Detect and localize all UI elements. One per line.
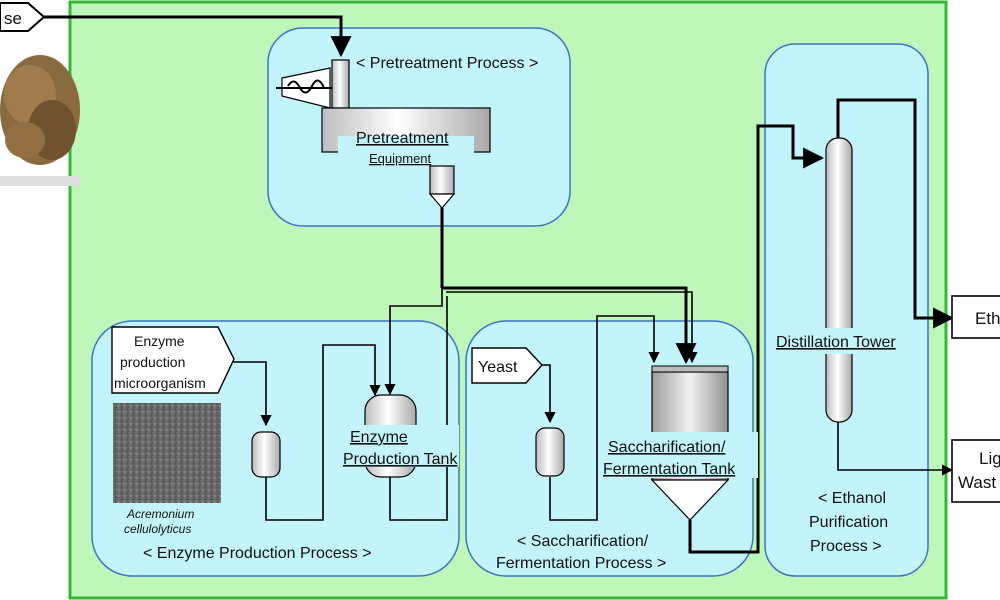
- lignin-output-label-1: Lig: [979, 449, 1000, 468]
- enzyme-tank-label-1: Enzyme: [350, 429, 408, 446]
- ethanol-output: Eth: [951, 295, 1000, 339]
- acremonium-label-1: Acremonium: [126, 507, 194, 521]
- ethanol-process-label-2: Purification: [809, 514, 888, 531]
- ethanol-output-label: Eth: [975, 309, 1000, 328]
- acremonium-label-2: cellulolyticus: [124, 522, 191, 536]
- pretreatment-equipment: Pretreatment Equipment: [276, 59, 491, 209]
- bagasse-label: se: [4, 9, 22, 28]
- distillation-tower: Distillation Tower: [772, 137, 922, 423]
- pretreatment-process-label: < Pretreatment Process >: [356, 55, 538, 72]
- enzyme-tank-label-2: Production Tank: [343, 451, 458, 468]
- enzyme-input-line3: microorganism: [114, 375, 206, 391]
- enzyme-seed-vessel: [251, 431, 281, 478]
- ethanol-process-label-1: < Ethanol: [818, 490, 886, 507]
- lignin-waste-output: Lig Wast: [951, 439, 1000, 503]
- pretreatment-equipment-label-2: Equipment: [369, 151, 432, 166]
- sacch-process-label-2: Fermentation Process >: [496, 555, 666, 572]
- pretreatment-equipment-label-1: Pretreatment: [356, 130, 449, 147]
- lignin-output-label-2: Wast: [958, 473, 996, 492]
- ethanol-process-label-3: Process >: [810, 538, 882, 555]
- sacch-tank-label-2: Fermentation Tank: [603, 461, 736, 478]
- yeast-seed-vessel: [535, 427, 565, 477]
- acremonium-micrograph: [113, 403, 221, 503]
- sacch-tank-label-1: Saccharification/: [608, 439, 726, 456]
- enzyme-input-line1: Enzyme: [134, 333, 185, 349]
- enzyme-input-line2: production: [120, 354, 185, 370]
- main-flow-pipes: [44, 15, 955, 554]
- enzyme-production-tank: Enzyme Production Tank: [343, 394, 459, 478]
- bagasse-image: [0, 55, 80, 186]
- distillation-tower-label: Distillation Tower: [776, 334, 896, 351]
- sacch-process-label-1: < Saccharification/: [517, 533, 649, 550]
- enzyme-microorganism-input: Enzyme production microorganism: [111, 326, 235, 394]
- saccharification-tank: Saccharification/ Fermentation Tank: [600, 365, 758, 521]
- enzyme-process-label: < Enzyme Production Process >: [143, 545, 372, 562]
- yeast-input: Yeast: [471, 347, 543, 384]
- bagasse-input-tag: se: [0, 2, 46, 32]
- secondary-pipes: [232, 288, 954, 521]
- yeast-label: Yeast: [478, 359, 518, 376]
